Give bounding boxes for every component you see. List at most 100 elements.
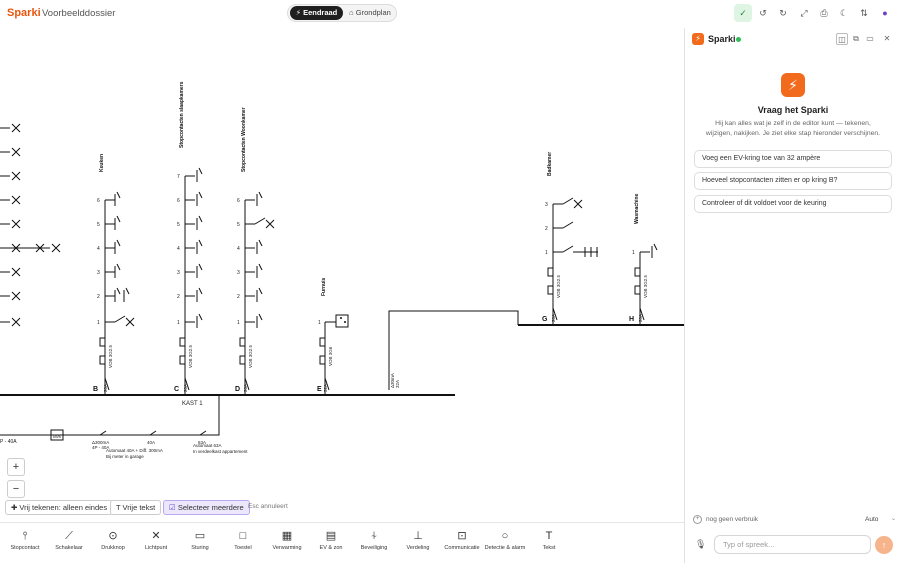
palette-item-stopcontact[interactable]: ⫯ Stopcontact	[3, 527, 47, 563]
moon-icon[interactable]: ☾	[839, 8, 849, 18]
circuit-c-amps: 20A	[183, 384, 188, 392]
plus-icon[interactable]: +	[693, 515, 702, 524]
palette-item-tekst[interactable]: T Tekst	[527, 527, 571, 563]
socket-icon: ⫯	[22, 530, 28, 542]
suggestion-stopcontacten[interactable]: Hoeveel stopcontacten zitten er op kring…	[694, 172, 892, 190]
svg-text:4: 4	[237, 246, 240, 252]
palette-item-detectie-alarm[interactable]: ○ Detectie & alarm	[483, 527, 527, 563]
tube-icon: ▭	[194, 530, 206, 542]
lightpoint-icon: ✕	[151, 530, 161, 542]
sidebar-title: Sparki	[708, 34, 736, 44]
circuit-e-title: Furnuis	[321, 277, 327, 296]
svg-text:1: 1	[177, 320, 180, 326]
palette-item-communicatie[interactable]: ⊡ Communicatie	[440, 527, 484, 563]
palette-item-sturing[interactable]: ▭ Sturing	[178, 527, 222, 563]
kwh-meter-label: kWh	[53, 434, 61, 439]
auto2-sub-label: In verdeelkast appartement	[193, 449, 248, 454]
palette-item-verwarming[interactable]: ▦ Verwarming	[265, 527, 309, 563]
circuit-h-letter[interactable]: H	[629, 316, 634, 323]
heating-icon: ▦	[281, 530, 293, 542]
circuit-g-letter[interactable]: G	[542, 316, 548, 323]
chevron-down-icon[interactable]: ⌄	[891, 516, 897, 522]
svg-text:2: 2	[545, 226, 548, 232]
select-multiple-label: Selecteer meerdere	[177, 503, 244, 512]
swap-icon[interactable]: ⇅	[860, 8, 868, 18]
svg-text:3: 3	[545, 202, 548, 208]
palette-item-schakelaar[interactable]: ⟋ Schakelaar	[47, 527, 91, 563]
palette-item-beveiliging[interactable]: ⍭ Beveiliging	[352, 527, 396, 563]
document-title[interactable]: Voorbeelddossier	[42, 8, 116, 19]
circuit-e-letter[interactable]: E	[317, 386, 322, 393]
zoom-in-button[interactable]: +	[7, 458, 25, 476]
svg-text:7: 7	[177, 174, 180, 180]
e-link-breaker: Δ30mA	[390, 373, 395, 388]
distribution-icon: ⊥	[413, 530, 423, 542]
palette-item-lichtpunt[interactable]: ✕ Lichtpunt	[134, 527, 178, 563]
suggestion-ev-kring[interactable]: Voeg een EV-kring toe van 32 ampère	[694, 150, 892, 168]
communication-icon: ⊡	[457, 530, 467, 542]
circuit-g-title: Badkamer	[547, 152, 553, 176]
svg-text:5: 5	[97, 222, 100, 228]
circuit-b-title: Keuken	[99, 154, 105, 172]
circuit-d-letter[interactable]: D	[235, 386, 240, 393]
switch-icon: ⟋	[65, 530, 73, 542]
print-icon[interactable]: ⎙	[820, 8, 828, 18]
palette-item-ev-zon[interactable]: ▤ EV & zon	[309, 527, 353, 563]
palette-item-drukknop[interactable]: ⊙ Drukknop	[91, 527, 135, 563]
zoom-out-button[interactable]: −	[7, 480, 25, 498]
svg-text:2: 2	[97, 294, 100, 300]
svg-text:5: 5	[237, 222, 240, 228]
svg-text:6: 6	[97, 198, 100, 204]
check-icon[interactable]: ✓	[734, 4, 752, 22]
undo-icon[interactable]: ↺	[759, 8, 767, 18]
detection-icon: ○	[501, 530, 509, 542]
svg-text:1: 1	[97, 320, 100, 326]
sparki-bolt-icon: ⚡	[781, 73, 805, 97]
palette-item-toestel[interactable]: □ Toestel	[221, 527, 265, 563]
window-icon[interactable]: ▭	[866, 34, 874, 43]
palette-item-verdeling[interactable]: ⊥ Verdeling	[396, 527, 440, 563]
user-icon[interactable]: ●	[882, 8, 888, 18]
panel-layout-icon[interactable]: ◫	[836, 33, 848, 45]
chat-input[interactable]: Typ of spreek...	[714, 535, 871, 554]
draw-tools-bar: ✚ Vrij tekenen: alleen eindes T Vrije te…	[0, 500, 684, 516]
diff-label: Δ300mA	[92, 440, 109, 445]
circuit-c-letter[interactable]: C	[174, 386, 179, 393]
esc-hint: Esc annuleert	[248, 503, 288, 510]
brand-logo: Sparki	[7, 7, 41, 19]
model-mode-select[interactable]: Auto	[865, 516, 879, 523]
top-bar: Sparki Voorbeelddossier ⚡ Eendraad ⌂ Gro…	[0, 0, 900, 28]
select-multiple-button[interactable]: ☑ Selecteer meerdere	[163, 500, 250, 515]
ask-description: Hij kan alles wat je zelf in de editor k…	[705, 120, 881, 137]
free-text-button[interactable]: T Vrije tekst	[110, 500, 162, 515]
svg-text:1: 1	[237, 320, 240, 326]
redo-icon[interactable]: ↻	[779, 8, 787, 18]
svg-text:3: 3	[237, 270, 240, 276]
circuit-d-amps: 20A	[243, 384, 248, 392]
svg-text:1: 1	[632, 250, 635, 256]
device-icon: □	[239, 530, 247, 542]
ask-title: Vraag het Sparki	[757, 105, 829, 115]
circuit-b-breaker: VOB 3G2.5	[108, 344, 113, 368]
circuit-d-title: Stopcontacten Woonkamer	[241, 107, 247, 172]
microphone-icon[interactable]: 🎙︎	[695, 539, 707, 549]
send-button[interactable]: ↑	[875, 536, 893, 554]
symbol-palette: ⫯ Stopcontact ⟋ Schakelaar ⊙ Drukknop ✕ …	[0, 522, 684, 563]
circuit-e-breaker: VOB 3G6	[328, 346, 333, 366]
svg-text:5: 5	[177, 222, 180, 228]
chat-input-row: 🎙︎ Typ of spreek... ↑	[685, 534, 900, 556]
pushbutton-icon: ⊙	[108, 530, 118, 542]
copy-icon[interactable]: ⧉	[853, 34, 859, 43]
svg-text:4: 4	[97, 246, 100, 252]
tab-eendraad[interactable]: ⚡ Eendraad	[290, 6, 343, 20]
expand-icon[interactable]: ⤢	[800, 8, 808, 18]
free-draw-button[interactable]: ✚ Vrij tekenen: alleen eindes	[5, 500, 114, 515]
suggestion-keuring[interactable]: Controleer of dit voldoet voor de keurin…	[694, 195, 892, 213]
tab-grondplan[interactable]: ⌂ Grondplan	[349, 8, 391, 17]
view-toggle: ⚡ Eendraad ⌂ Grondplan	[287, 4, 397, 22]
close-icon[interactable]: ✕	[883, 34, 891, 43]
circuit-d-breaker: VOB 3G2.5	[248, 344, 253, 368]
circuit-b-letter[interactable]: B	[93, 386, 98, 393]
